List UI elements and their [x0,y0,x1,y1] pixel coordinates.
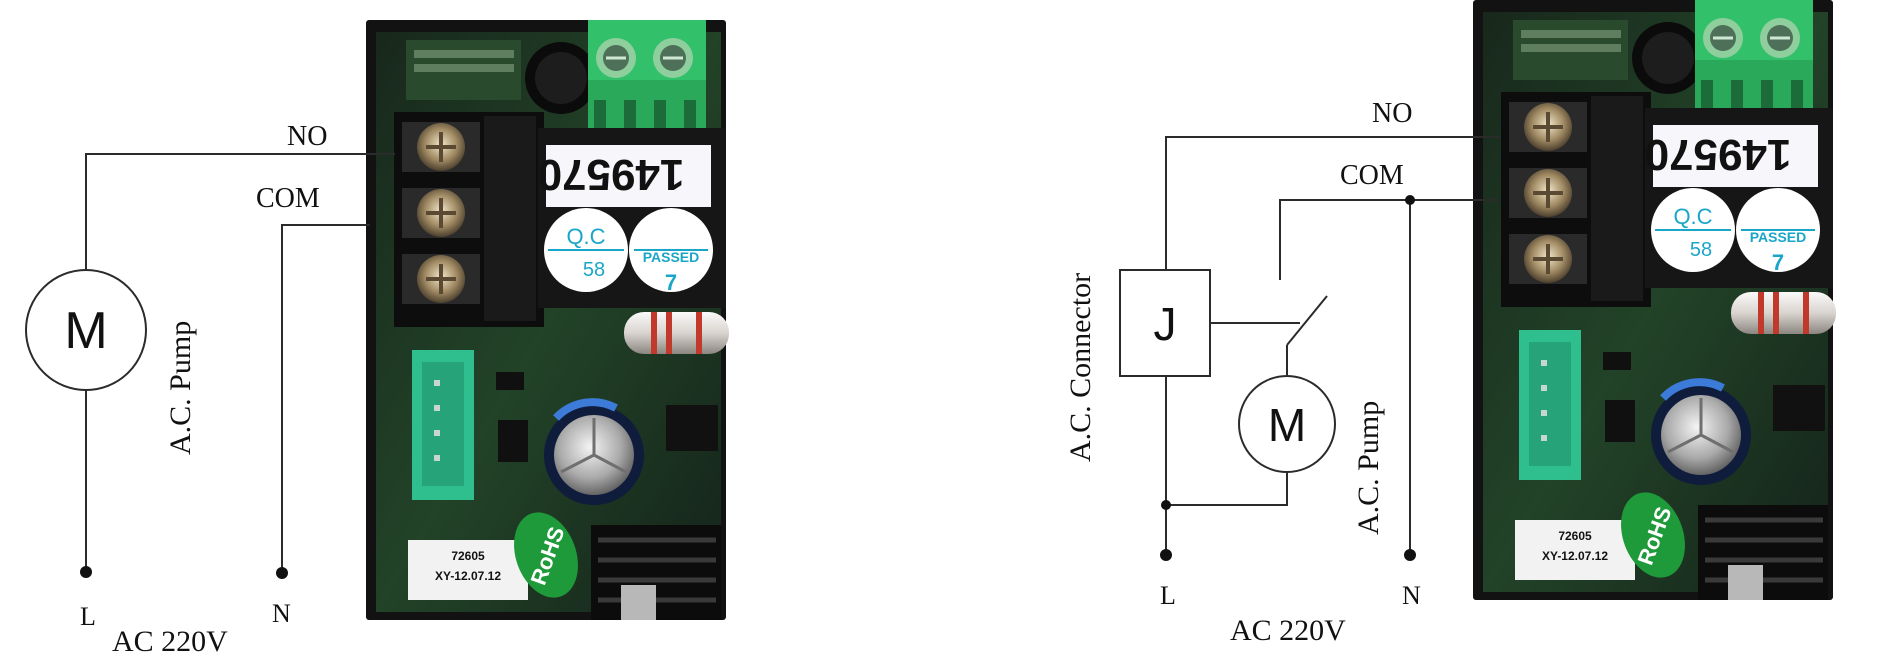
left-com-label: COM [256,183,320,214]
right-model-date: XY-12.07.12 [1542,549,1608,563]
right-com-wire [1279,199,1500,280]
left-pump-label: A.C. Pump [164,321,197,455]
right-model-code: 72605 [1558,529,1592,543]
right-passed-label: PASSED [1750,229,1807,245]
left-supply-label: AC 220V [112,625,228,656]
right-neutral-terminal [1404,549,1416,561]
left-neutral-terminal [276,567,288,579]
right-motor-symbol-circle [1238,375,1336,473]
left-com-wire [281,224,370,573]
right-diagram: 149570 Q.C 58 PASSED 7 72605 XY-12.07.12… [1064,0,1836,647]
right-switch-blade [1286,295,1328,346]
left-line-terminal [80,566,92,578]
left-passed-number: 7 [665,270,677,295]
left-qc-label: Q.C [566,224,605,249]
left-motor-symbol: M [64,302,107,360]
right-qc-number: 58 [1690,239,1712,261]
left-qc-number: 58 [583,259,605,281]
right-neutral-label: N [1402,581,1421,610]
right-com-junction [1405,195,1415,205]
right-serial-number: 149570 [1645,130,1792,179]
right-connector-box [1119,269,1211,377]
right-no-label: NO [1372,98,1412,129]
left-model-date: XY-12.07.12 [435,569,501,583]
left-motor-symbol-circle [25,269,147,391]
right-qc-label: Q.C [1673,204,1712,229]
left-model-code: 72605 [451,549,485,563]
right-connector-symbol: J [1154,298,1177,350]
left-passed-label: PASSED [643,249,700,265]
left-diagram: 149570 Q.C 58 PASSED 7 72605 XY-12.07.12… [25,20,729,656]
left-no-wire [85,153,395,270]
left-line-label: L [80,602,96,631]
right-pump-label: A.C. Pump [1352,401,1385,535]
right-passed-number: 7 [1772,250,1784,275]
right-line-terminal [1160,549,1172,561]
left-neutral-label: N [272,599,291,628]
right-line-junction [1161,500,1171,510]
right-no-wire [1165,136,1500,270]
right-supply-label: AC 220V [1230,614,1346,647]
left-serial-number: 149570 [538,150,685,199]
left-no-label: NO [287,121,327,152]
right-return-wire [1166,472,1288,506]
right-connector-label: A.C. Connector [1064,273,1097,462]
right-line-label: L [1160,581,1176,610]
right-com-label: COM [1340,160,1404,191]
right-motor-symbol: M [1268,399,1306,451]
